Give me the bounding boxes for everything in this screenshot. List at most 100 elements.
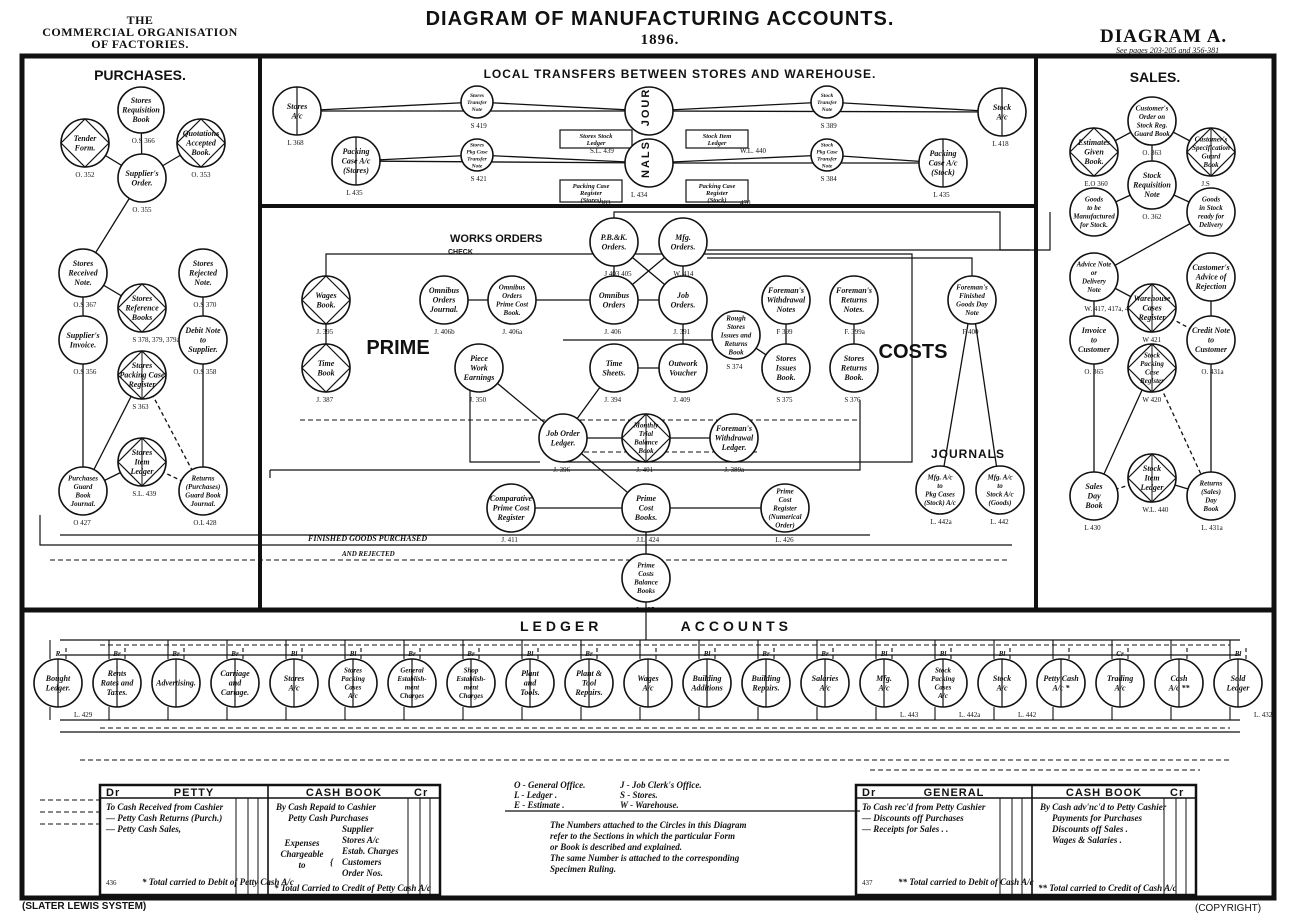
node-returns-purchases-guard-book-journal[interactable]: Returns(Purchases)Guard BookJournal.O.L …	[178, 466, 228, 527]
expenses-item: Estab. Charges	[341, 846, 399, 856]
credit-line: Payments for Purchases	[1052, 813, 1142, 823]
node-circle	[460, 138, 494, 172]
node-label: Packing	[931, 675, 955, 683]
node-circle	[486, 483, 536, 533]
node-circle	[947, 275, 997, 325]
node-pbk-orders[interactable]: P.B.&K.Orders.J 403 405	[589, 217, 639, 278]
node-mfg-orders[interactable]: Mfg.Orders.W. 414	[658, 217, 708, 278]
node-label: Mfg. A/c	[986, 474, 1012, 482]
node-circle	[1127, 160, 1177, 210]
node-label: Job Order	[545, 429, 580, 438]
node-label: Note	[821, 163, 833, 169]
ledger-account[interactable]: Advertising.Br	[151, 640, 201, 720]
node-label: Salaries	[812, 674, 839, 683]
node-label: Book	[1202, 161, 1219, 169]
node-label: Costs	[638, 570, 654, 578]
ledger-side-marker: Bl	[703, 650, 711, 658]
node-label: Cases	[345, 684, 362, 692]
ledger-side-marker: Br	[761, 650, 770, 658]
